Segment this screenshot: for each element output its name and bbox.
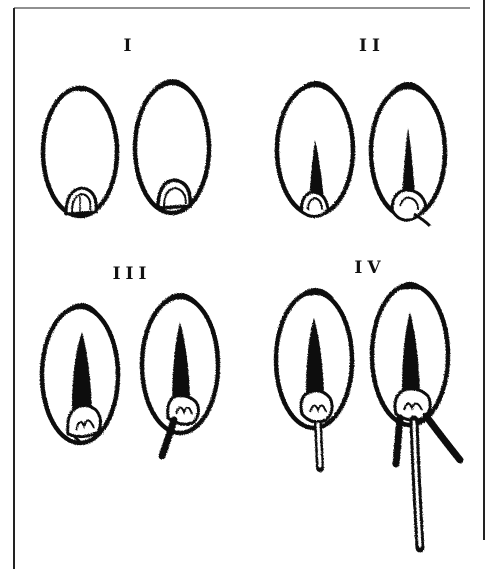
stage-2-label: II [359,36,385,56]
stage-4-group [276,282,460,548]
stage-1-group [43,79,209,216]
stage-1-label: I [124,36,137,56]
stage-2-grain-left [277,81,353,217]
stage-3-grain-right [142,293,218,456]
stage-3-label: III [113,264,152,284]
stage-4-grain-left [276,288,352,468]
stage-2-grain-right [371,82,445,226]
stage-1-grain-right [135,79,209,213]
stage-1-grain-left [43,86,117,216]
stage-2-group [277,81,445,226]
stage-4-label: IV [354,258,385,278]
stage-3-grain-left [42,303,118,443]
stage-4-grain-right [372,282,460,548]
stage-3-group [42,293,218,456]
